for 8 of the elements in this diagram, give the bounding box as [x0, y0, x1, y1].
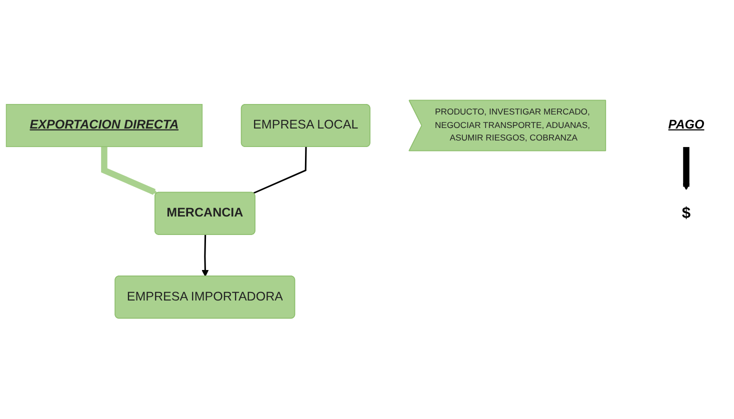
node-box [6, 104, 203, 148]
flowchart: EXPORTACION DIRECTA MERCANCIA EMPRESA LOCAL PRODUCTO, INVESTIGAR MERCADO, NEGOCIAR TRANSPORTE, ADUANAS, ASUMIR RIESGOS, COBRANZA EMPRESA IMPORTADORA $ PAGO [0, 94, 734, 325]
connector [253, 147, 307, 194]
arrow [682, 146, 690, 190]
node-text: $ [682, 204, 691, 222]
arrow [101, 146, 158, 196]
node-text: PAGO [668, 118, 704, 132]
arrow [202, 235, 209, 277]
